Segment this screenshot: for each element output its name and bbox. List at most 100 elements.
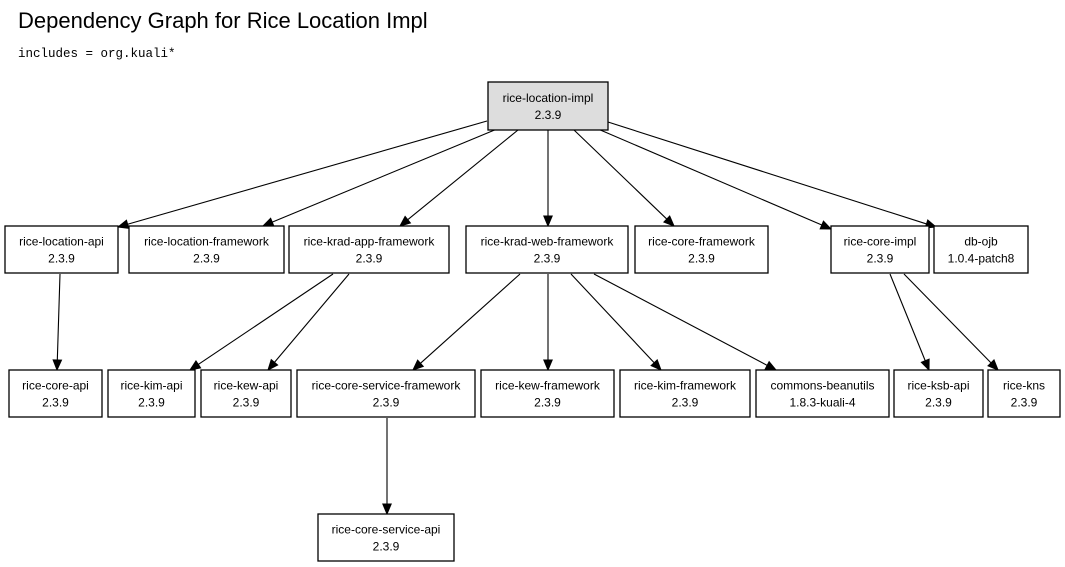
edge-rice-location-impl-to-rice-location-framework [261,128,498,227]
arrowhead-icon [267,358,279,371]
node-box[interactable] [480,369,615,418]
node-name: commons-beanutils [770,379,874,393]
node-box[interactable] [288,225,450,274]
node-box[interactable] [4,225,119,274]
node-box[interactable] [200,369,292,418]
edge-line [903,273,992,364]
node-version: 2.3.9 [138,396,165,410]
edge-line [607,121,927,225]
edge-line [274,273,350,363]
node-version: 2.3.9 [925,396,952,410]
edge-line [573,129,668,220]
node-name: rice-core-service-framework [312,379,462,393]
arrowhead-icon [543,215,553,228]
edge-line [597,128,823,226]
edge-rice-core-impl-to-rice-kns [903,273,999,371]
node-box[interactable] [619,369,751,418]
node-box[interactable] [296,369,476,418]
node-name: rice-location-framework [144,235,270,249]
arrowhead-icon [261,217,275,227]
edge-rice-location-impl-to-rice-krad-app-framework [398,129,519,227]
node-version: 2.3.9 [534,252,561,266]
node-name: rice-kew-framework [495,379,601,393]
node-box[interactable] [487,81,609,131]
node-version: 2.3.9 [688,252,715,266]
edge-rice-krad-app-framework-to-rice-kim-api [188,273,334,371]
filter-label: includes = org.kuali* [18,47,176,61]
edge-line [570,273,655,364]
edge-line [889,273,926,361]
node-version: 2.3.9 [356,252,383,266]
arrowhead-icon [987,359,999,371]
node-commons-beanutils[interactable]: commons-beanutils 1.8.3-kuali-4 [755,369,890,418]
arrowhead-icon [543,359,553,372]
edge-line [420,273,521,364]
node-box[interactable] [893,369,984,418]
node-box[interactable] [8,369,103,418]
arrowhead-icon [662,215,675,227]
node-name: db-ojb [964,235,998,249]
node-version: 2.3.9 [373,396,400,410]
edge-line [407,129,519,221]
node-version: 1.8.3-kuali-4 [789,396,855,410]
edge-rice-location-impl-to-rice-krad-web-framework [543,130,553,228]
edge-rice-location-impl-to-db-ojb [607,121,938,229]
node-name: rice-krad-web-framework [481,235,615,249]
node-name: rice-location-api [19,235,104,249]
edge-rice-krad-web-framework-to-commons-beanutils [593,273,778,371]
node-box[interactable] [933,225,1029,274]
node-name: rice-kew-api [214,379,279,393]
node-rice-kim-framework[interactable]: rice-kim-framework 2.3.9 [619,369,751,418]
edge-rice-core-impl-to-rice-ksb-api [889,273,930,372]
edge-rice-krad-web-framework-to-rice-kew-framework [543,274,553,372]
node-name: rice-core-impl [844,235,917,249]
node-box[interactable] [987,369,1061,418]
node-name: rice-kim-framework [634,379,737,393]
edge-line [56,273,61,361]
edge-rice-core-service-framework-to-rice-core-service-api [382,418,392,516]
arrowhead-icon [650,358,662,371]
edge-line [272,128,498,223]
node-box[interactable] [465,225,629,274]
arrowhead-icon [398,215,412,227]
node-box[interactable] [755,369,890,418]
edge-rice-krad-web-framework-to-rice-core-service-framework [412,273,521,371]
node-box[interactable] [634,225,769,274]
edge-rice-location-api-to-rice-core-api [52,273,63,372]
edge-rice-krad-web-framework-to-rice-kim-framework [570,273,662,371]
node-box[interactable] [107,369,196,418]
node-version: 2.3.9 [672,396,699,410]
node-rice-core-service-framework[interactable]: rice-core-service-framework 2.3.9 [296,369,476,418]
node-box[interactable] [317,513,455,562]
arrowhead-icon [382,503,392,516]
node-name: rice-core-framework [648,235,756,249]
edge-layer [52,120,999,516]
arrowhead-icon [819,220,833,230]
node-rice-core-framework[interactable]: rice-core-framework 2.3.9 [634,225,769,274]
arrowhead-icon [764,360,778,371]
node-box[interactable] [830,225,930,274]
node-box[interactable] [128,225,285,274]
edge-line [197,273,334,365]
node-rice-krad-web-framework[interactable]: rice-krad-web-framework 2.3.9 [465,225,629,274]
node-name: rice-core-service-api [332,523,441,537]
arrowhead-icon [188,360,202,371]
edge-rice-location-impl-to-rice-location-api [116,120,488,229]
edge-rice-krad-app-framework-to-rice-kew-api [267,273,350,371]
page-title: Dependency Graph for Rice Location Impl [18,8,428,33]
node-version: 2.3.9 [1011,396,1038,410]
